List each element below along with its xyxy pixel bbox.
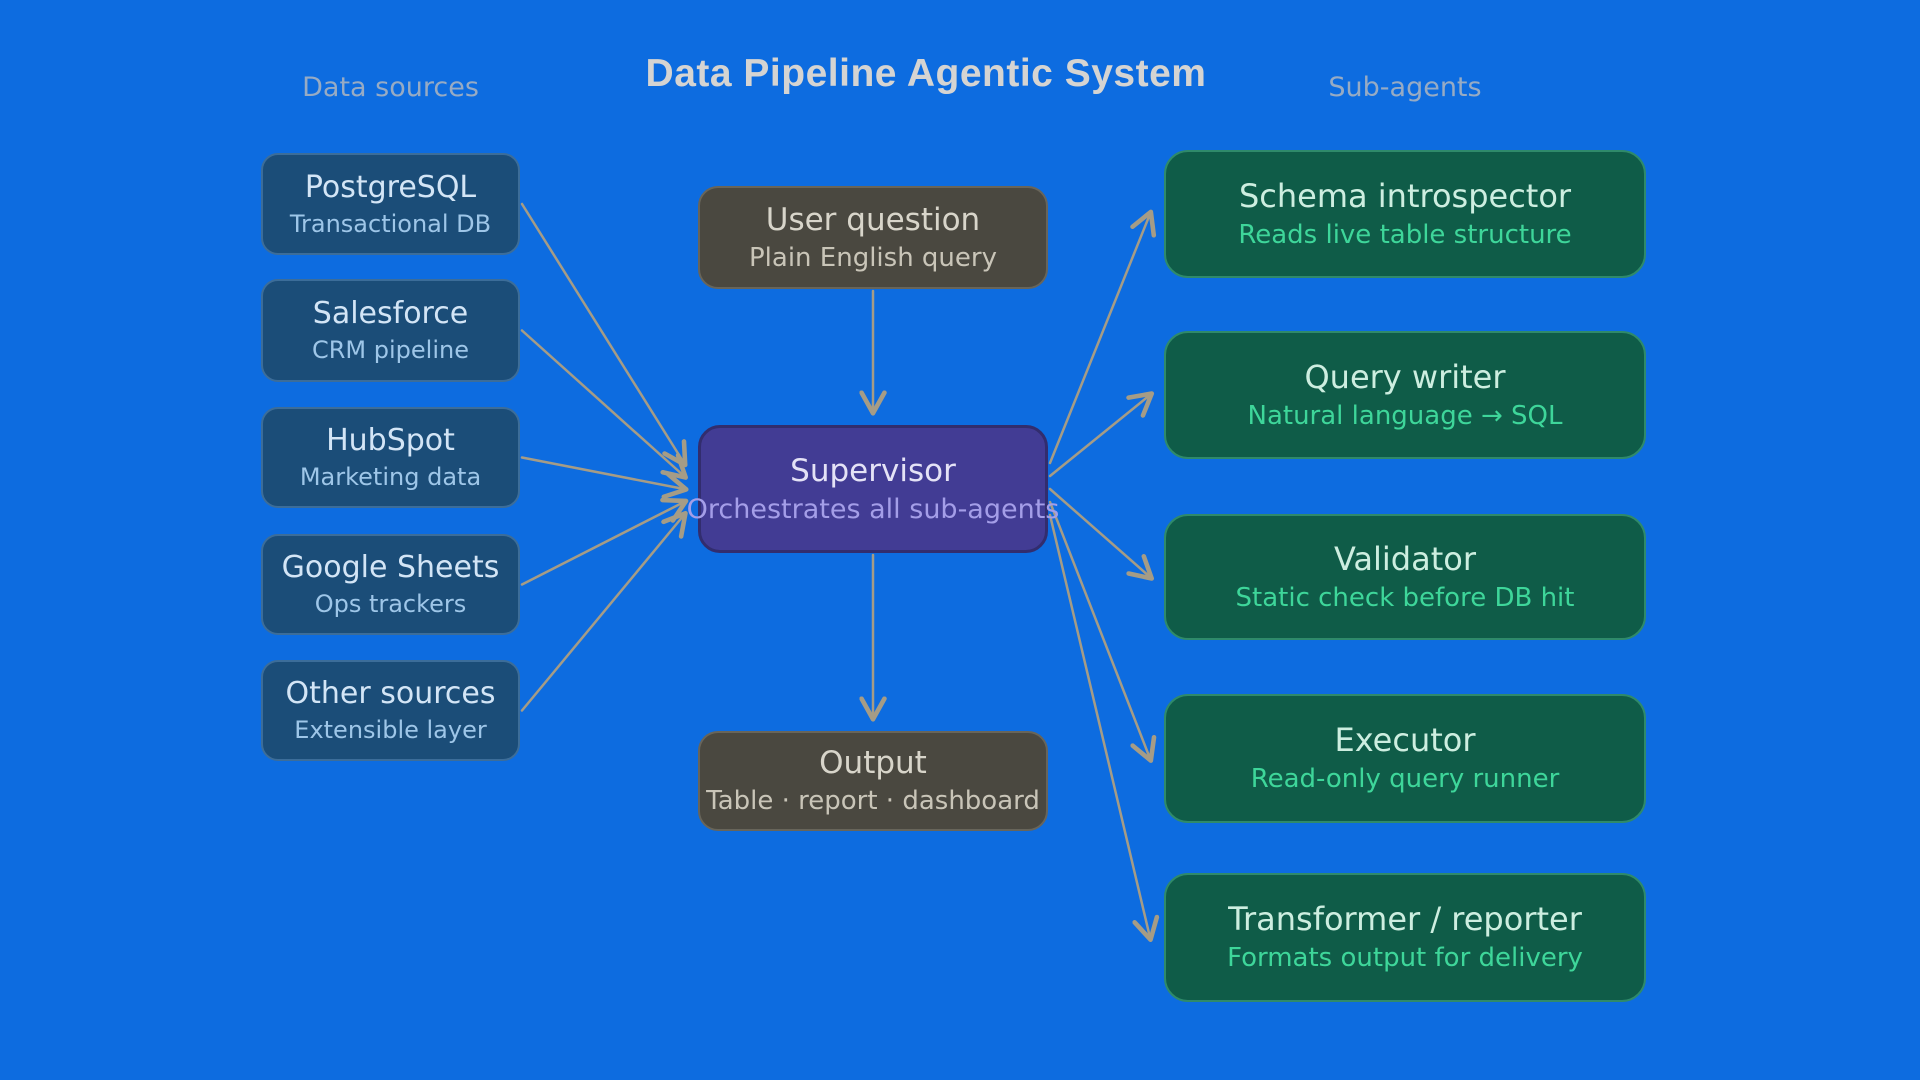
data-sources-label: Data sources bbox=[302, 72, 479, 103]
node-title: HubSpot bbox=[326, 423, 455, 459]
node-title: Output bbox=[819, 745, 927, 782]
edge-supervisor-to-schema-introspector bbox=[1048, 209, 1157, 465]
node-query-writer: Query writer Natural language → SQL bbox=[1164, 331, 1646, 459]
edge-supervisor-to-validator bbox=[1048, 487, 1155, 581]
node-subtitle: Plain English query bbox=[748, 242, 997, 273]
edge-supervisor-to-transformer-reporter bbox=[1048, 513, 1160, 943]
node-subtitle: Static check before DB hit bbox=[1235, 582, 1575, 613]
node-validator: Validator Static check before DB hit bbox=[1164, 514, 1646, 640]
node-transformer-reporter: Transformer / reporter Formats output fo… bbox=[1164, 873, 1646, 1002]
node-subtitle: Table · report · dashboard bbox=[706, 786, 1040, 817]
edge-other-sources-to-supervisor bbox=[520, 510, 688, 712]
node-title: PostgreSQL bbox=[304, 169, 477, 205]
node-subtitle: Formats output for delivery bbox=[1227, 943, 1583, 974]
node-subtitle: Natural language → SQL bbox=[1247, 400, 1563, 431]
node-title: Supervisor bbox=[790, 452, 956, 489]
node-title: Validator bbox=[1334, 539, 1476, 578]
node-user-question: User question Plain English query bbox=[698, 186, 1048, 289]
node-salesforce: Salesforce CRM pipeline bbox=[261, 279, 520, 382]
edge-salesforce-to-supervisor bbox=[520, 329, 688, 480]
node-executor: Executor Read-only query runner bbox=[1164, 694, 1646, 823]
node-postgresql: PostgreSQL Transactional DB bbox=[261, 153, 520, 255]
node-subtitle: Reads live table structure bbox=[1238, 219, 1572, 250]
node-supervisor: Supervisor Orchestrates all sub-agents bbox=[687, 425, 1059, 553]
node-other-sources: Other sources Extensible layer bbox=[261, 660, 520, 761]
node-title: User question bbox=[765, 201, 981, 238]
node-subtitle: Extensible layer bbox=[294, 716, 487, 745]
sub-agents-label: Sub-agents bbox=[1328, 72, 1482, 103]
node-subtitle: Marketing data bbox=[299, 463, 482, 492]
node-google-sheets: Google Sheets Ops trackers bbox=[261, 534, 520, 635]
node-hubspot: HubSpot Marketing data bbox=[261, 407, 520, 508]
edge-hubspot-to-supervisor bbox=[520, 456, 689, 500]
node-title: Transformer / reporter bbox=[1228, 900, 1582, 939]
node-title: Schema introspector bbox=[1238, 176, 1572, 215]
edge-supervisor-to-query-writer bbox=[1048, 391, 1155, 478]
edge-google-sheets-to-supervisor bbox=[520, 497, 689, 586]
node-subtitle: Read-only query runner bbox=[1250, 764, 1560, 795]
page-title: Data Pipeline Agentic System bbox=[645, 52, 1207, 95]
node-title: Query writer bbox=[1304, 357, 1506, 396]
node-subtitle: Transactional DB bbox=[289, 209, 492, 238]
node-subtitle: CRM pipeline bbox=[312, 336, 469, 365]
node-output: Output Table · report · dashboard bbox=[698, 731, 1048, 831]
edge-supervisor-to-executor bbox=[1048, 500, 1157, 763]
node-title: Executor bbox=[1334, 721, 1476, 760]
node-title: Salesforce bbox=[312, 296, 469, 332]
node-subtitle: Orchestrates all sub-agents bbox=[686, 493, 1060, 525]
node-title: Google Sheets bbox=[281, 550, 500, 586]
node-schema-introspector: Schema introspector Reads live table str… bbox=[1164, 150, 1646, 278]
node-subtitle: Ops trackers bbox=[314, 590, 467, 619]
edge-postgresql-to-supervisor bbox=[520, 202, 688, 468]
node-title: Other sources bbox=[285, 676, 496, 712]
